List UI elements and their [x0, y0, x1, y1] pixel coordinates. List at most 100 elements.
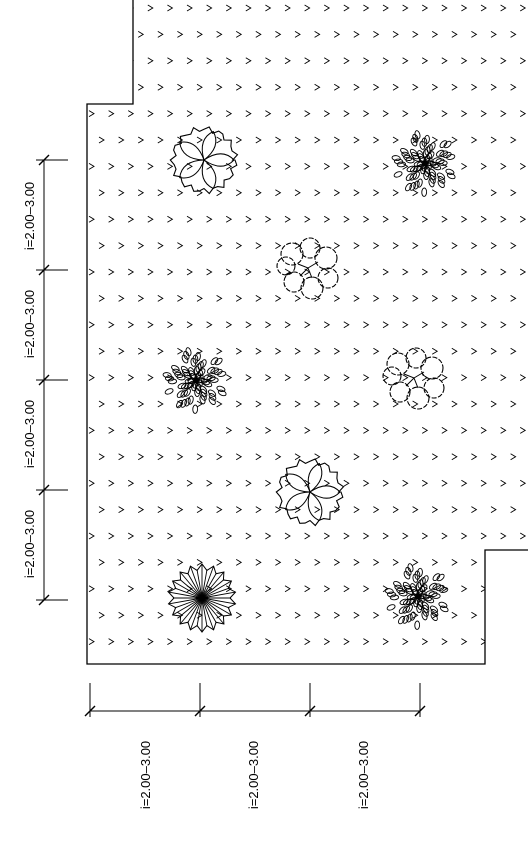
arrow-hatch-icon: [500, 374, 507, 382]
arrow-hatch-icon: [460, 268, 467, 276]
arrow-hatch-icon: [490, 400, 497, 408]
arrow-hatch-icon: [470, 453, 477, 461]
arrow-hatch-icon: [470, 611, 477, 619]
arrow-hatch-icon: [392, 30, 399, 38]
arrow-hatch-icon: [108, 638, 115, 646]
arrow-hatch-icon: [127, 374, 134, 382]
arrow-hatch-icon: [186, 638, 193, 646]
arrow-hatch-icon: [147, 374, 154, 382]
arrow-hatch-icon: [235, 400, 242, 408]
arrow-hatch-icon: [99, 665, 104, 671]
arrow-hatch-icon: [255, 294, 262, 302]
arrow-hatch-icon: [362, 4, 369, 12]
arrow-hatch-icon: [166, 532, 173, 540]
arrow-hatch-icon: [372, 294, 379, 302]
arrow-hatch-icon: [353, 30, 360, 38]
arrow-hatch-icon: [382, 215, 389, 223]
arrow-hatch-icon: [392, 242, 399, 250]
tree-cloud-icon: [276, 237, 339, 300]
arrow-hatch-icon: [431, 347, 438, 355]
arrow-hatch-icon: [157, 83, 164, 91]
arrow-hatch-icon: [382, 479, 389, 487]
arrow-hatch-icon: [186, 532, 193, 540]
arrow-hatch-icon: [284, 374, 291, 382]
arrow-hatch-icon: [245, 426, 252, 434]
arrow-hatch-icon: [343, 532, 350, 540]
arrow-hatch-icon: [137, 558, 144, 566]
arrow-hatch-icon: [157, 347, 164, 355]
arrow-hatch-icon: [147, 4, 154, 12]
arrow-hatch-icon: [392, 558, 399, 566]
arrow-hatch-icon: [500, 215, 507, 223]
arrow-hatch-icon: [264, 374, 271, 382]
arrow-hatch-icon: [519, 57, 526, 65]
arrow-hatch-icon: [274, 400, 281, 408]
arrow-hatch-icon: [294, 294, 301, 302]
arrow-hatch-icon: [127, 426, 134, 434]
arrow-hatch-icon: [470, 189, 477, 197]
vertical-dimension-chain: [36, 154, 68, 606]
arrow-hatch-icon: [353, 189, 360, 197]
arrow-hatch-icon: [98, 30, 105, 38]
arrow-hatch-icon: [166, 57, 173, 65]
arrow-hatch-icon: [295, 665, 300, 671]
dim-label-v1: i=2.00–3.00: [22, 182, 37, 250]
arrow-hatch-icon: [451, 294, 458, 302]
arrow-hatch-icon: [382, 4, 389, 12]
arrow-hatch-icon: [216, 506, 223, 514]
arrow-hatch-icon: [284, 321, 291, 329]
arrow-hatch-icon: [225, 321, 232, 329]
tree-dense-icon: [384, 563, 449, 630]
arrow-hatch-icon: [343, 426, 350, 434]
arrow-hatch-icon: [490, 242, 497, 250]
arrow-hatch-icon: [264, 268, 271, 276]
arrow-hatch-icon: [480, 374, 487, 382]
arrow-hatch-icon: [500, 532, 507, 540]
arrow-hatch-icon: [314, 558, 321, 566]
arrow-hatch-icon: [323, 585, 330, 593]
arrow-hatch-icon: [186, 215, 193, 223]
arrow-hatch-icon: [382, 426, 389, 434]
arrow-hatch-icon: [294, 189, 301, 197]
arrow-hatch-icon: [451, 558, 458, 566]
arrow-hatch-icon: [235, 347, 242, 355]
arrow-hatch-icon: [382, 321, 389, 329]
arrow-hatch-icon: [108, 585, 115, 593]
arrow-hatch-icon: [98, 83, 105, 91]
arrow-hatch-icon: [382, 162, 389, 170]
arrow-hatch-icon: [284, 57, 291, 65]
arrow-hatch-icon: [490, 558, 497, 566]
arrow-hatch-icon: [431, 453, 438, 461]
arrow-hatch-icon: [147, 532, 154, 540]
arrow-hatch-icon: [412, 242, 419, 250]
arrow-hatch-icon: [490, 347, 497, 355]
arrow-hatch-icon: [441, 426, 448, 434]
arrow-hatch-icon: [98, 611, 105, 619]
arrow-hatch-icon: [460, 585, 467, 593]
arrow-hatch-icon: [510, 189, 517, 197]
arrow-hatch-icon: [245, 57, 252, 65]
arrow-hatch-icon: [206, 110, 213, 118]
arrow-hatch-icon: [412, 189, 419, 197]
arrow-hatch-icon: [118, 506, 125, 514]
arrow-hatch-icon: [323, 57, 330, 65]
arrow-hatch-icon: [304, 638, 311, 646]
arrow-hatch-icon: [382, 110, 389, 118]
arrow-hatch-icon: [245, 162, 252, 170]
arrow-hatch-icon: [441, 268, 448, 276]
arrow-hatch-icon: [147, 321, 154, 329]
arrow-hatch-icon: [108, 268, 115, 276]
arrow-hatch-icon: [206, 4, 213, 12]
arrow-hatch-icon: [343, 4, 350, 12]
arrow-hatch-icon: [412, 347, 419, 355]
arrow-hatch-icon: [314, 83, 321, 91]
arrow-hatch-icon: [245, 268, 252, 276]
ground-pattern: [88, 4, 526, 671]
arrow-hatch-icon: [519, 4, 526, 12]
arrow-hatch-icon: [382, 638, 389, 646]
arrow-hatch-icon: [372, 400, 379, 408]
arrow-hatch-icon: [245, 532, 252, 540]
arrow-hatch-icon: [245, 4, 252, 12]
arrow-hatch-icon: [138, 665, 143, 671]
